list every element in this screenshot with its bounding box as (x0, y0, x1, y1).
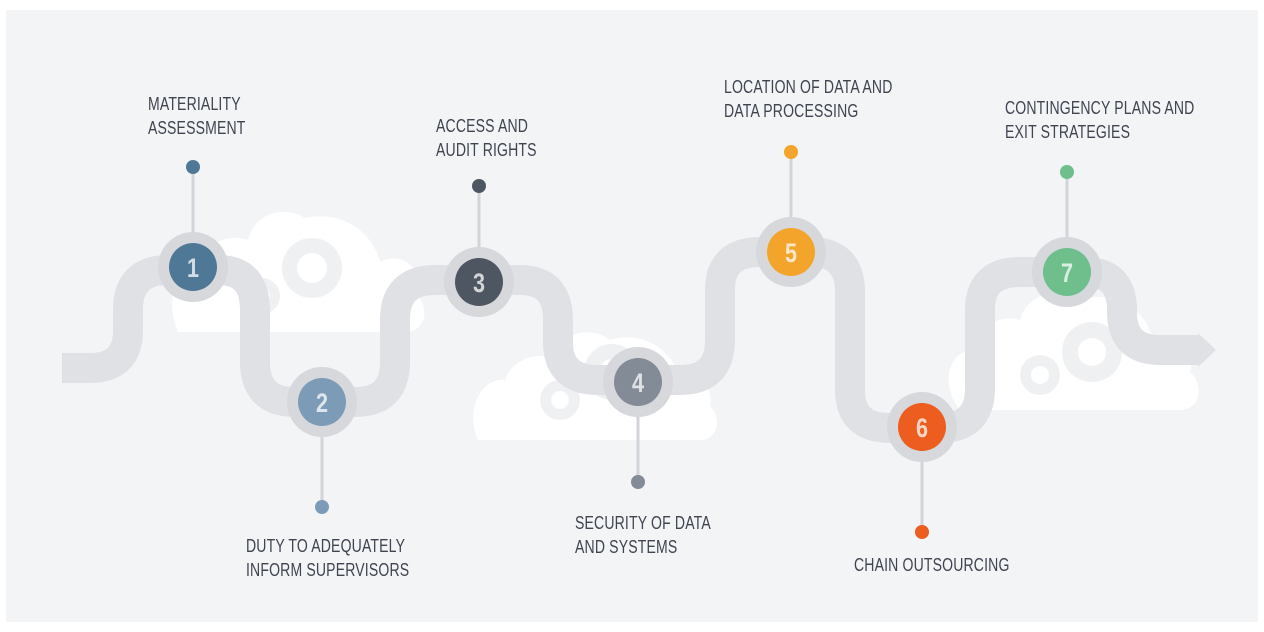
step-4-dot (631, 475, 645, 489)
step-1-badge (169, 243, 217, 291)
step-nodes: 1 2 3 4 5 6 7 (158, 217, 1102, 462)
step-2-label: DUTY TO ADEQUATELY INFORM SUPERVISORS (246, 534, 409, 582)
step-6-number: 6 (916, 414, 928, 444)
step-7-number: 7 (1061, 259, 1073, 289)
step-3-dot (472, 179, 486, 193)
step-1-dot (186, 160, 200, 174)
step-2-dot (315, 500, 329, 514)
step-7-label: CONTINGENCY PLANS AND EXIT STRATEGIES (1005, 96, 1194, 144)
step-3-number: 3 (473, 269, 485, 299)
step-6-label-line: CHAIN OUTSOURCING (854, 555, 1010, 575)
step-2-label-line: DUTY TO ADEQUATELY (246, 536, 406, 556)
step-5-badge (767, 228, 815, 276)
step-6-badge (898, 403, 946, 451)
step-4-label: SECURITY OF DATA AND SYSTEMS (575, 511, 711, 559)
step-1-label: MATERIALITY ASSESSMENT (148, 92, 246, 140)
step-7-label-line: EXIT STRATEGIES (1005, 122, 1131, 142)
step-6-label: CHAIN OUTSOURCING (854, 553, 1010, 577)
step-2-number: 2 (316, 389, 328, 419)
step-1-number: 1 (187, 254, 199, 284)
gear-icon (1062, 322, 1122, 382)
step-7-label-line: CONTINGENCY PLANS AND (1005, 98, 1195, 118)
road-tail (62, 353, 80, 383)
step-4-number: 4 (632, 369, 644, 399)
step-4-label-line: SECURITY OF DATA (575, 513, 711, 533)
gear-icon (540, 380, 580, 420)
step-5-label: LOCATION OF DATA AND DATA PROCESSING (724, 75, 893, 123)
step-4-badge (614, 358, 662, 406)
step-2-badge (298, 378, 346, 426)
step-7-badge (1043, 248, 1091, 296)
step-1-label-line: ASSESSMENT (148, 118, 246, 138)
step-3-badge (455, 258, 503, 306)
step-7-dot (1060, 165, 1074, 179)
step-3-label-line: ACCESS AND (436, 116, 529, 136)
step-4-label-line: AND SYSTEMS (575, 537, 678, 557)
step-1-label-line: MATERIALITY (148, 94, 241, 114)
step-3-label-line: AUDIT RIGHTS (436, 140, 537, 160)
road-arrow (1198, 333, 1216, 367)
step-5-dot (784, 145, 798, 159)
step-5-label-line: DATA PROCESSING (724, 101, 859, 121)
step-6-dot (915, 525, 929, 539)
gear-icon (1020, 355, 1060, 395)
step-5-number: 5 (785, 239, 797, 269)
step-5-label-line: LOCATION OF DATA AND (724, 77, 893, 97)
gear-icon (282, 238, 342, 298)
step-2-label-line: INFORM SUPERVISORS (246, 560, 410, 580)
step-3-label: ACCESS AND AUDIT RIGHTS (436, 114, 537, 162)
